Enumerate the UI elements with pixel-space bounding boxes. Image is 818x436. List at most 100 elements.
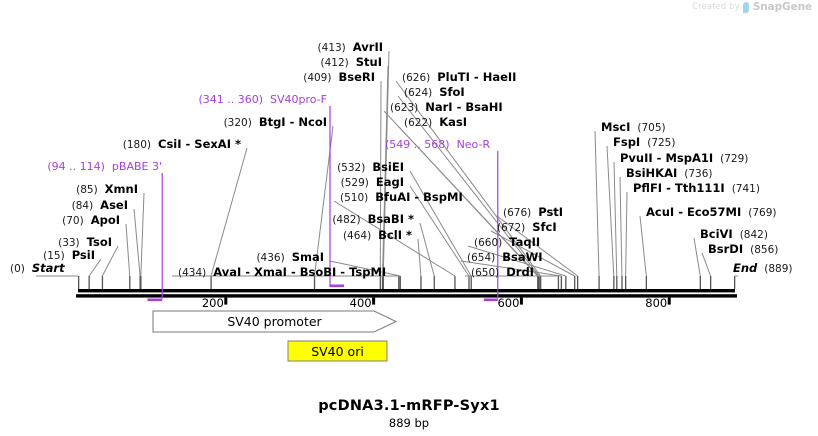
- leader-line-NarI: [383, 110, 539, 277]
- enzyme-name: KasI: [439, 115, 468, 129]
- enzyme-position: (626): [402, 72, 431, 84]
- enzyme-label-AseI: (84) AseI: [72, 199, 128, 212]
- enzyme-position: (320): [223, 117, 252, 129]
- enzyme-name: NarI: [425, 100, 453, 114]
- enzyme-separator: -: [286, 265, 300, 279]
- leader-line-ApoI: [125, 223, 131, 277]
- leader-line-BsiHKAI: [619, 176, 623, 277]
- enzyme-position: (622): [404, 117, 433, 129]
- enzyme-name: Tth111I: [674, 181, 725, 195]
- enzyme-position: (413): [317, 42, 346, 54]
- enzyme-label-SfoI: (624) SfoI: [404, 86, 465, 99]
- enzyme-name: SfcI: [532, 220, 557, 234]
- enzyme-label-PflFI: PflFI - Tth111I (741): [633, 182, 760, 195]
- ruler-tick-600: [519, 297, 523, 305]
- primer-name: pBABE 3': [111, 160, 162, 173]
- terminus-name: Start: [31, 261, 65, 275]
- site-tick-741: [625, 276, 627, 289]
- enzyme-separator: -: [452, 100, 466, 114]
- enzyme-label-AvrII: (413) AvrII: [318, 41, 383, 54]
- enzyme-label-BclI *: (464) BclI *: [343, 229, 412, 242]
- site-tick-856: [710, 276, 712, 289]
- leader-line-BsiEI: [409, 170, 472, 277]
- enzyme-name: AcuI: [646, 205, 675, 219]
- enzyme-name: BsrDI: [708, 242, 744, 256]
- terminus-label-start: (0) Start: [10, 262, 65, 275]
- enzyme-name: BsoBI: [299, 265, 337, 279]
- enzyme-position: (676): [503, 207, 532, 219]
- enzyme-position: (741): [731, 183, 760, 195]
- enzyme-position: (482): [332, 214, 361, 226]
- enzyme-separator: -: [336, 265, 350, 279]
- enzyme-position: (510): [340, 192, 369, 204]
- enzyme-label-TsoI: (33) TsoI: [58, 236, 112, 249]
- enzyme-label-PvuII: PvuII - MspA1I (729): [620, 152, 748, 165]
- watermark-created-by-text: Created by: [692, 2, 740, 12]
- ruler-number-400: 400: [349, 296, 372, 310]
- enzyme-position: (705): [637, 122, 666, 134]
- enzyme-position: (70): [62, 215, 84, 227]
- site-tick-624: [538, 276, 540, 289]
- plasmid-ruler-axis-line: [76, 294, 737, 298]
- enzyme-position: (624): [404, 87, 433, 99]
- site-tick-650: [557, 276, 560, 289]
- enzyme-name: PluTI: [437, 70, 470, 84]
- feature-label-sv40-ori: SV40 ori: [311, 343, 364, 359]
- site-tick-769: [645, 276, 648, 289]
- enzyme-label-BsaWI: (654) BsaWI: [467, 251, 543, 264]
- enzyme-label-SfcI: (672) SfcI: [497, 221, 557, 234]
- enzyme-name: XmnI: [104, 182, 138, 196]
- leader-line-EagI: [409, 185, 470, 277]
- enzyme-label-BsiEI: (532) BsiEI: [337, 161, 404, 174]
- site-tick-705: [598, 276, 600, 289]
- ruler-number-600: 600: [497, 296, 520, 310]
- primer-bar-SV40pro-F: [330, 284, 345, 288]
- primer-range: (549 .. 568): [385, 138, 450, 151]
- primer-label-NeoR: (549 .. 568) Neo-R: [385, 139, 490, 151]
- snapgene-logo-icon: [742, 1, 750, 13]
- enzyme-name: Eco57MI: [686, 205, 742, 219]
- enzyme-name: AseI: [100, 198, 128, 212]
- ruler-number-800: 800: [645, 296, 668, 310]
- site-tick-70: [129, 276, 131, 289]
- enzyme-name: NcoI: [298, 115, 327, 129]
- enzyme-position: (650): [471, 267, 500, 279]
- enzyme-name: BciVI: [700, 227, 733, 241]
- enzyme-label-SmaI: (436) SmaI: [256, 251, 324, 264]
- enzyme-position: (434): [178, 267, 207, 279]
- enzyme-position: (856): [750, 244, 779, 256]
- enzyme-label-NarI: (623) NarI - BsaHI: [390, 101, 503, 114]
- enzyme-separator: -: [652, 151, 666, 165]
- leader-line-BclI *: [417, 238, 422, 277]
- enzyme-name: BsaHI: [465, 100, 503, 114]
- enzyme-name: PflFI: [633, 181, 663, 195]
- enzyme-position: (623): [390, 102, 419, 114]
- enzyme-label-TaqII: (660) TaqII: [474, 236, 540, 249]
- enzyme-name: BsiEI: [372, 160, 404, 174]
- enzyme-label-MscI: MscI (705): [601, 121, 666, 134]
- ruler-tick-800: [667, 297, 671, 305]
- leader-line-BfuAI: [333, 200, 456, 277]
- leader-line-PflFI: [625, 191, 628, 277]
- enzyme-name: SexAI *: [194, 137, 241, 151]
- leader-line-SmaI: [329, 260, 401, 277]
- enzyme-label-PluTI: (626) PluTI - HaeII: [402, 71, 516, 84]
- enzyme-name: BfuAI: [375, 190, 411, 204]
- leader-line-StuI: [381, 65, 389, 277]
- watermark-brand-text: SnapGene: [752, 1, 812, 13]
- enzyme-label-BtgI: (320) BtgI - NcoI: [224, 116, 327, 129]
- primer-range: (341 .. 360): [198, 93, 263, 106]
- enzyme-name: SfoI: [439, 85, 465, 99]
- enzyme-label-FspI: FspI (725): [613, 136, 675, 149]
- feature-shape-sv40-ori: [287, 340, 388, 362]
- enzyme-separator: -: [410, 190, 424, 204]
- enzyme-name: MspA1I: [665, 151, 714, 165]
- primer-label-SV40proF: (341 .. 360) SV40pro-F: [198, 94, 327, 106]
- site-tick-409: [379, 276, 381, 289]
- enzyme-label-AvaI: (434) AvaI - XmaI - BsoBI - TspMI: [178, 266, 386, 279]
- primer-range: (94 .. 114): [47, 160, 105, 173]
- enzyme-label-StuI: (412) StuI: [321, 56, 382, 69]
- enzyme-name: PvuII: [620, 151, 653, 165]
- primer-name: SV40pro-F: [270, 93, 327, 106]
- enzyme-label-KasI: (622) KasI: [404, 116, 467, 129]
